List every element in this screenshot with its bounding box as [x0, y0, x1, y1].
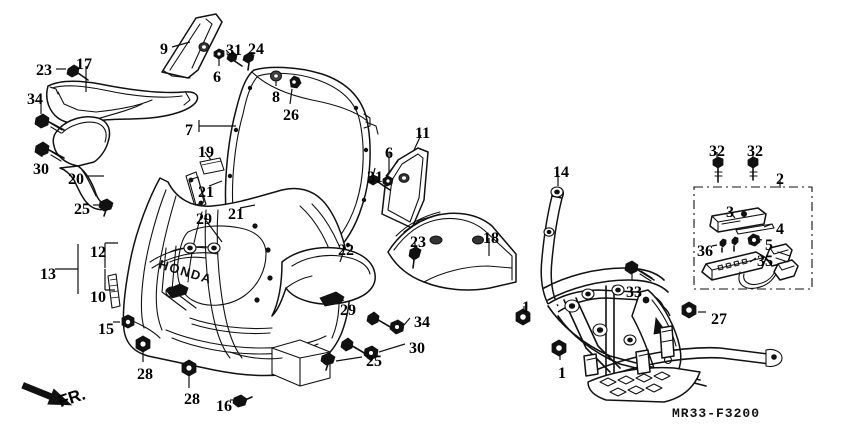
callout-1: 1 — [558, 365, 566, 382]
callout-10: 10 — [90, 289, 106, 306]
part-2-inset-box — [693, 186, 813, 290]
callout-16: 16 — [216, 398, 232, 415]
fastener-33 — [624, 260, 655, 282]
callout-20: 20 — [68, 171, 84, 188]
callout-28: 28 — [137, 366, 153, 383]
callout-31: 31 — [367, 169, 383, 186]
callout-28: 28 — [184, 391, 200, 408]
part-18-right-duct — [387, 211, 517, 291]
part-11-right-panel — [381, 147, 429, 229]
fastener-1-b — [551, 339, 567, 357]
fastener-28-a — [135, 335, 151, 353]
diagram-code: MR33-F3200 — [672, 406, 761, 421]
callout-21: 21 — [198, 184, 214, 201]
fastener-32-a — [712, 156, 724, 183]
callout-6: 6 — [213, 69, 221, 86]
callout-19: 19 — [198, 144, 214, 161]
callout-34: 34 — [414, 314, 430, 331]
callout-31: 31 — [226, 42, 242, 59]
callout-4: 4 — [776, 221, 784, 238]
part-19-rubber-strip — [199, 157, 225, 175]
callout-29: 29 — [196, 211, 212, 228]
callout-18: 18 — [483, 230, 499, 247]
callout-30: 30 — [33, 161, 49, 178]
callout-35: 35 — [757, 253, 773, 270]
fastener-1-a — [515, 308, 531, 326]
callout-1: 1 — [522, 299, 530, 316]
fastener-34-center — [366, 311, 405, 335]
part-20-mirror-garnish — [52, 116, 113, 211]
callout-23: 23 — [410, 234, 426, 251]
part-14-subframe-arm — [540, 186, 565, 307]
callout-6: 6 — [385, 145, 393, 162]
callout-13: 13 — [40, 266, 56, 283]
fastener-25-center — [320, 352, 336, 371]
callout-22: 22 — [338, 242, 354, 259]
callout-3: 3 — [726, 204, 734, 221]
callout-7: 7 — [185, 122, 193, 139]
callout-27: 27 — [711, 311, 727, 328]
callout-25: 25 — [74, 201, 90, 218]
fastener-28-b — [181, 359, 197, 377]
callout-9: 9 — [160, 41, 168, 58]
fastener-23-center — [408, 246, 422, 269]
fastener-30-center — [340, 337, 379, 361]
fastener-34 — [34, 113, 65, 134]
front-direction-arrow — [21, 382, 73, 406]
callout-33: 33 — [626, 284, 642, 301]
callout-8: 8 — [272, 89, 280, 106]
front-subframe — [543, 267, 783, 403]
callout-5: 5 — [765, 237, 773, 254]
fastener-31-6-right — [367, 174, 394, 191]
callout-11: 11 — [415, 125, 431, 142]
callout-12: 12 — [90, 244, 106, 261]
callout-21: 21 — [228, 206, 244, 223]
fastener-15 — [121, 314, 135, 329]
callout-17: 17 — [76, 56, 92, 73]
callout-25: 25 — [366, 353, 382, 370]
callout-15: 15 — [98, 321, 114, 338]
fastener-31-6-top — [213, 48, 243, 67]
leader-lines — [40, 41, 781, 401]
fastener-16 — [232, 394, 253, 408]
part-9-upper-panel — [161, 13, 223, 79]
fastener-8-26 — [270, 70, 302, 89]
callout-34: 34 — [27, 91, 43, 108]
callout-14: 14 — [553, 164, 569, 181]
callout-23: 23 — [36, 62, 52, 79]
fastener-32-b — [747, 156, 759, 181]
fastener-24 — [242, 52, 255, 71]
callout-30: 30 — [409, 340, 425, 357]
part-17-inner-duct — [46, 80, 199, 125]
fastener-27 — [681, 301, 697, 319]
callout-2: 2 — [776, 171, 784, 188]
callout-36: 36 — [697, 243, 713, 260]
callout-29: 29 — [340, 302, 356, 319]
callout-24: 24 — [248, 41, 264, 58]
fastener-25-left — [98, 198, 114, 217]
callout-26: 26 — [283, 107, 299, 124]
callout-32: 32 — [709, 143, 725, 160]
callout-32: 32 — [747, 143, 763, 160]
